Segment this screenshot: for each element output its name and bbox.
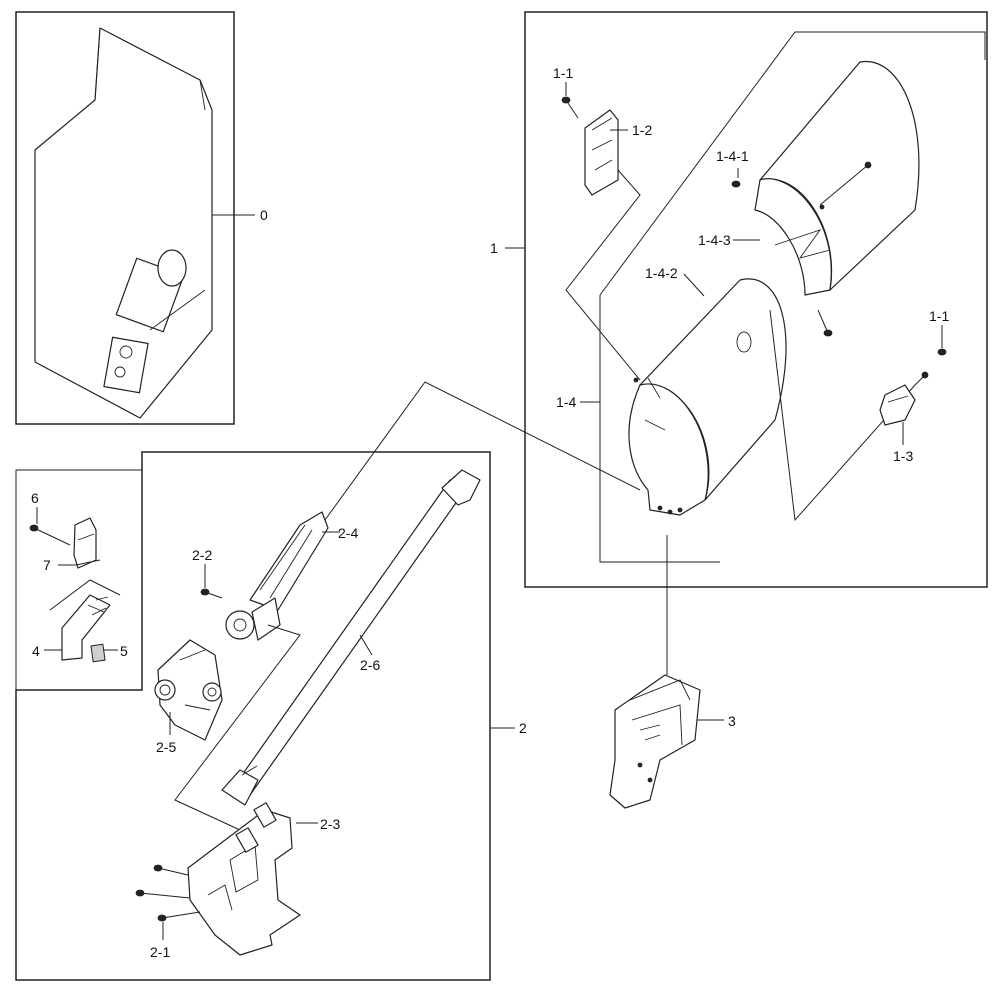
screw-1-4-3-bottom (817, 309, 833, 337)
screw-1-4-1 (731, 180, 741, 188)
label-0: 0 (260, 207, 268, 223)
label-4: 4 (32, 643, 40, 659)
label-2-6: 2-6 (360, 657, 380, 673)
label-1-3: 1-3 (893, 448, 913, 464)
leader-7-4 (49, 579, 121, 611)
label-2: 2 (519, 720, 527, 736)
screw-2-2 (200, 588, 223, 599)
label-1-1-right: 1-1 (929, 308, 949, 324)
label-1: 1 (490, 240, 498, 256)
mounting-bracket-3 (609, 674, 701, 809)
clip-7 (73, 517, 97, 569)
label-2-2: 2-2 (192, 547, 212, 563)
insulator-5 (90, 643, 106, 663)
leader-2-4-2-5 (174, 624, 301, 831)
bracket-1-3 (879, 384, 916, 426)
dryer-overview (34, 27, 213, 419)
leader-2-6 (359, 634, 373, 656)
screw-6 (29, 524, 71, 546)
label-2-4: 2-4 (338, 525, 358, 541)
drum-shell-1-4-3 (754, 60, 920, 296)
label-7: 7 (43, 557, 51, 573)
gas-valve-2-5 (154, 639, 223, 741)
label-6: 6 (31, 490, 39, 506)
frame-assembly-1 (524, 11, 988, 588)
label-1-4: 1-4 (556, 394, 576, 410)
leader-1-2-assembly (565, 169, 641, 381)
screw-1-1-right (914, 348, 947, 386)
drum-subframe-line-2 (599, 295, 720, 563)
igniter-4 (61, 594, 111, 661)
label-1-4-3: 1-4-3 (698, 232, 731, 248)
label-3: 3 (728, 713, 736, 729)
leader-drum-bracket (769, 309, 916, 522)
gas-pipe-2-6 (221, 469, 481, 806)
label-2-1: 2-1 (150, 944, 170, 960)
frame-small-parts (15, 469, 142, 690)
frame-assembly-0 (15, 11, 235, 425)
leader-7 (58, 559, 101, 566)
leader-1-4-2 (683, 273, 705, 297)
label-5: 5 (120, 643, 128, 659)
label-1-1-top: 1-1 (553, 65, 573, 81)
burner-tube-2-4 (225, 511, 329, 641)
drum-shell-1-4-2 (628, 278, 787, 516)
bracket-1-2 (584, 109, 619, 196)
label-2-5: 2-5 (156, 739, 176, 755)
label-2-3: 2-3 (320, 816, 340, 832)
drum-subframe-line (599, 31, 986, 296)
leader-tube-to-drum (324, 381, 641, 521)
screw-1-1-top (561, 96, 579, 119)
label-1-4-2: 1-4-2 (645, 265, 678, 281)
label-1-2: 1-2 (632, 122, 652, 138)
screws-2-1 (135, 864, 201, 922)
frame-assembly-2 (15, 451, 491, 981)
base-bracket-2-3 (187, 802, 301, 956)
label-1-4-1: 1-4-1 (716, 148, 749, 164)
